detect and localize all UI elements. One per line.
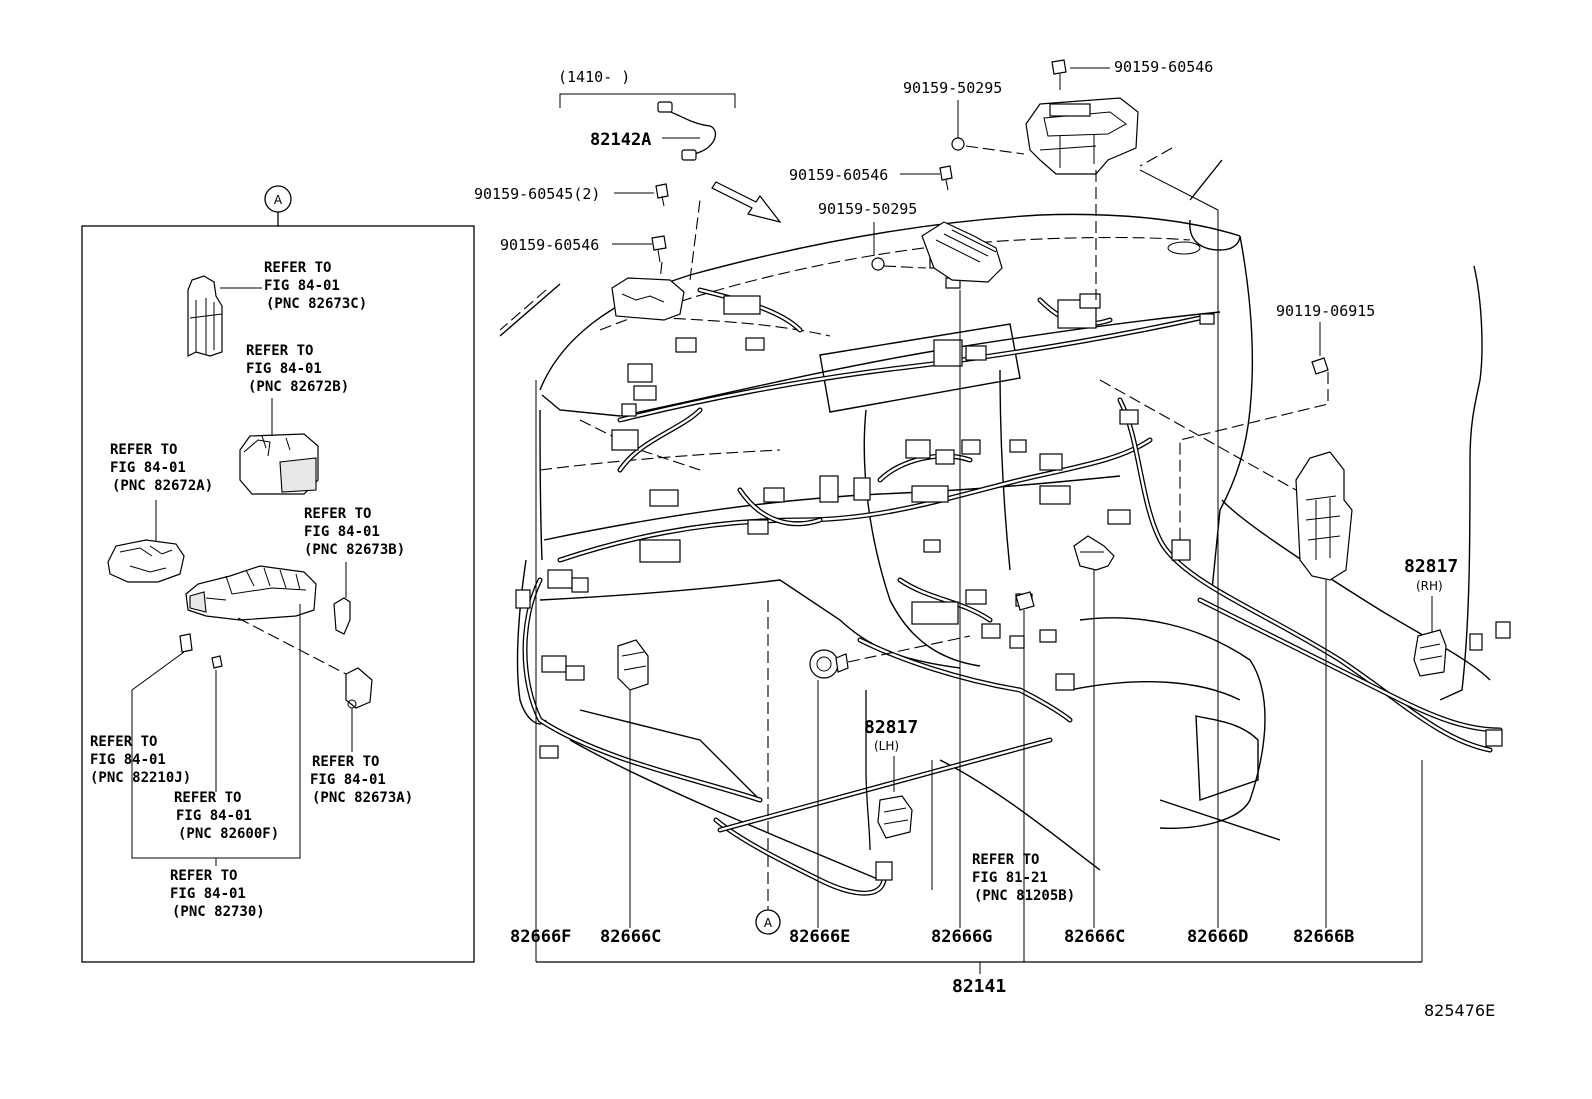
inset-ref-3-line3: (PNC 82672A) <box>112 478 213 494</box>
clamp-label-82666c-1: 82666C <box>600 927 661 947</box>
inset-ref-7-line2: FIG 84-01 <box>176 808 252 824</box>
clamp-label-82666g: 82666G <box>931 927 992 947</box>
inset-part-82673b <box>333 562 351 635</box>
inset-ref-6-line3: (PNC 82673A) <box>312 790 413 806</box>
left-bracket <box>611 261 685 321</box>
clip-icon <box>1179 357 1329 540</box>
inset-ref-1-line1: REFER TO <box>264 260 331 276</box>
inset-ref-8-line1: REFER TO <box>170 868 237 884</box>
inset-ref-7-line3: (PNC 82600F) <box>178 826 279 842</box>
grommet-82666e <box>809 635 971 679</box>
inset-part-82672b <box>239 398 319 495</box>
sub-harness-label: 82142A <box>590 130 651 150</box>
inset-part-82673c <box>187 275 262 357</box>
inset-marker: A <box>274 193 283 207</box>
bolt-icon <box>651 235 667 263</box>
rh-part-number: 82817 <box>1404 556 1458 577</box>
rh-sensor-82817 <box>1413 629 1447 677</box>
inset-panel: A REFER TO FIG 84-01 (PNC 82673C) REFER … <box>81 185 475 963</box>
main-part-number: 82141 <box>952 976 1006 997</box>
callout-90159-50295-mid: 90159-50295 <box>818 200 917 218</box>
rh-bracket-82666b <box>1099 379 1353 581</box>
date-bracket-group: (1410- ) 82142A <box>558 68 736 161</box>
lh-sensor-82817 <box>865 690 913 851</box>
bottom-marker-circle <box>755 909 781 935</box>
inset-ref-5-line1: REFER TO <box>90 734 157 750</box>
bottom-marker: A <box>764 916 773 930</box>
clamp-label-82666d: 82666D <box>1187 927 1248 947</box>
inset-ref-4-line3: (PNC 82673B) <box>304 542 405 558</box>
inset-part-82672a <box>107 500 185 583</box>
inset-ref-3-line2: FIG 84-01 <box>110 460 186 476</box>
inset-ref-3-line1: REFER TO <box>110 442 177 458</box>
inset-part-82673a <box>237 617 373 752</box>
fig-ref-line1: REFER TO <box>972 852 1039 868</box>
callout-90159-60545: 90159-60545(2) <box>474 185 600 203</box>
instrument-panel-outline <box>499 159 1491 881</box>
bolt-icon <box>939 165 953 191</box>
fig-ref-line3: (PNC 81205B) <box>974 888 1075 904</box>
clamp-label-82666c-2: 82666C <box>1064 927 1125 947</box>
front-direction-arrow <box>711 181 782 224</box>
inset-ref-7-line1: REFER TO <box>174 790 241 806</box>
inset-ref-8-line2: FIG 84-01 <box>170 886 246 902</box>
bolt-icon <box>655 183 669 207</box>
inset-ref-6-line1: REFER TO <box>312 754 379 770</box>
inset-ref-6-line2: FIG 84-01 <box>310 772 386 788</box>
relay-bracket <box>921 221 1003 283</box>
clamp-82666c-right <box>1073 535 1115 571</box>
callout-90159-60546-top: 90159-60546 <box>1114 58 1213 76</box>
date-bracket-label: (1410- ) <box>558 68 630 86</box>
callout-90159-60546-mid: 90159-60546 <box>789 166 888 184</box>
ecu-bracket <box>1025 97 1139 175</box>
inset-ref-4-line2: FIG 84-01 <box>304 524 380 540</box>
inset-part-82600f <box>211 655 223 792</box>
nut-icon <box>951 137 1025 155</box>
clamp-label-82666f: 82666F <box>510 927 571 947</box>
fig-ref-line2: FIG 81-21 <box>972 870 1048 886</box>
main-harness-wires <box>522 287 1503 896</box>
nut-icon <box>871 257 927 271</box>
inset-part-82210j <box>131 604 301 859</box>
sensor-81205b <box>1015 591 1035 611</box>
inset-ref-2-line1: REFER TO <box>246 343 313 359</box>
inset-ref-2-line3: (PNC 82672B) <box>248 379 349 395</box>
callout-90119-06915: 90119-06915 <box>1276 302 1375 320</box>
inset-ref-5-line2: FIG 84-01 <box>90 752 166 768</box>
callout-90159-60546-left: 90159-60546 <box>500 236 599 254</box>
bolt-icon <box>1051 59 1067 90</box>
leader-lines <box>499 147 1423 974</box>
inset-ref-1-line2: FIG 84-01 <box>264 278 340 294</box>
inset-ref-1-line3: (PNC 82673C) <box>266 296 367 312</box>
lh-side-label: (LH) <box>874 739 899 753</box>
harness-connectors <box>515 257 1511 881</box>
clamp-label-82666b: 82666B <box>1293 927 1354 947</box>
inset-ref-8-line3: (PNC 82730) <box>172 904 265 920</box>
inset-junction-block <box>185 565 317 621</box>
inset-ref-5-line3: (PNC 82210J) <box>90 770 191 786</box>
rh-side-label: (RH) <box>1416 579 1443 593</box>
inset-ref-2-line2: FIG 84-01 <box>246 361 322 377</box>
lh-part-number: 82817 <box>864 717 918 738</box>
diagram-code: 825476E <box>1424 1001 1495 1020</box>
inset-ref-4-line1: REFER TO <box>304 506 371 522</box>
clamp-82666c-left <box>617 639 649 691</box>
inset-marker-circle <box>264 185 292 213</box>
callout-90159-50295-top: 90159-50295 <box>903 79 1002 97</box>
clamp-label-82666e: 82666E <box>789 927 850 947</box>
